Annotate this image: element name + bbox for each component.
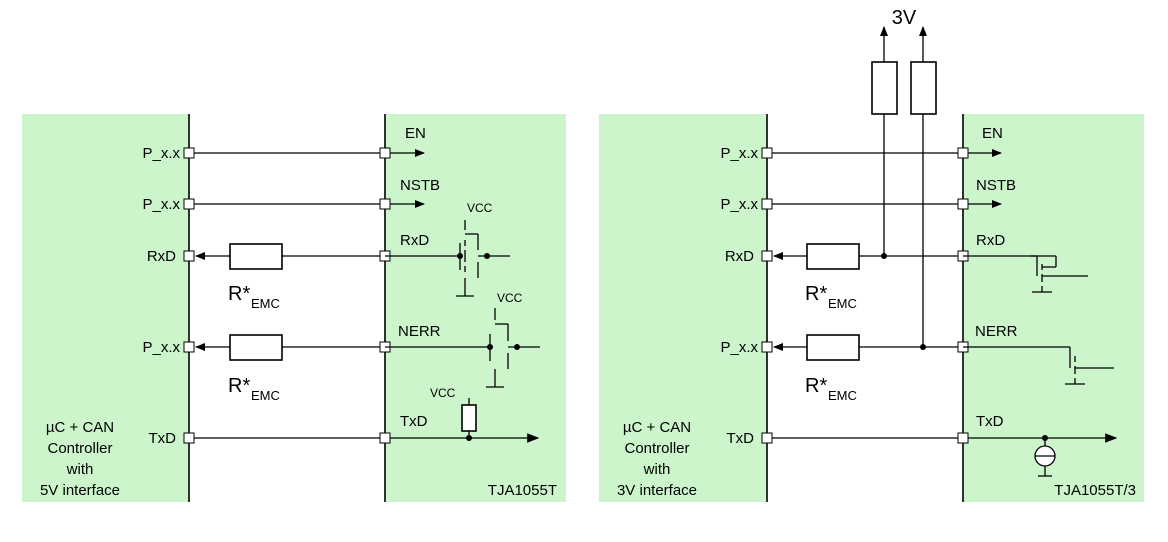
- right-resistor-label-2: R*: [805, 375, 827, 397]
- right-resistor-label-1: R*: [805, 283, 827, 305]
- left-resistor-sub-1: EMC: [251, 296, 280, 311]
- right-pullup-resistor-2: [910, 61, 937, 115]
- right-controller-label-2: Controller: [624, 440, 689, 457]
- right-txd-current-source: [1034, 435, 1056, 477]
- left-controller-label-2: Controller: [47, 440, 112, 457]
- left-chip-name: TJA1055T: [488, 482, 557, 499]
- right-ctrl-pin-4: P_x.x: [720, 339, 758, 356]
- left-resistor-label-1: R*: [228, 283, 250, 305]
- left-vcc-label-1: VCC: [467, 201, 493, 215]
- left-diagram: µC + CAN Controller with 5V interface TJ…: [22, 114, 566, 502]
- right-chip-pin-nstb: NSTB: [976, 177, 1016, 194]
- left-ctrl-pin-1: P_x.x: [142, 145, 180, 162]
- left-vcc-label-2: VCC: [497, 291, 523, 305]
- right-supply-label: 3V: [892, 7, 917, 29]
- right-chip-pin-nerr: NERR: [975, 323, 1018, 340]
- left-controller-label-3: with: [66, 461, 94, 478]
- left-chip-pin-txd: TxD: [400, 413, 428, 430]
- right-chip-name: TJA1055T/3: [1054, 482, 1136, 499]
- right-ctrl-pin-3: RxD: [725, 248, 754, 265]
- left-ctrl-pin-4: P_x.x: [142, 339, 180, 356]
- right-nerr-output-stage: [963, 346, 1114, 385]
- right-ctrl-pin-2: P_x.x: [720, 196, 758, 213]
- right-ctrl-pin-5: TxD: [727, 430, 755, 447]
- right-resistor-sub-2: EMC: [828, 388, 857, 403]
- left-ctrl-pin-5: TxD: [149, 430, 177, 447]
- left-transceiver-block: [385, 114, 566, 502]
- right-rxd-resistor: [806, 243, 860, 270]
- left-controller-label-1: µC + CAN: [46, 419, 114, 436]
- right-controller-label-4: 3V interface: [617, 482, 697, 499]
- left-nerr-resistor: [229, 334, 283, 361]
- right-pullup-resistor-1: [871, 61, 898, 115]
- left-controller-block: [22, 114, 189, 502]
- right-controller-label-3: with: [643, 461, 671, 478]
- left-chip-pin-nstb: NSTB: [400, 177, 440, 194]
- right-resistor-sub-1: EMC: [828, 296, 857, 311]
- left-txd-pullup: [461, 404, 477, 432]
- left-ctrl-pin-3: RxD: [147, 248, 176, 265]
- right-controller-block: [599, 114, 767, 502]
- right-transceiver-block: [963, 114, 1144, 502]
- left-chip-pin-en: EN: [405, 125, 426, 142]
- right-chip-pin-en: EN: [982, 125, 1003, 142]
- right-ctrl-pin-1: P_x.x: [720, 145, 758, 162]
- left-chip-pin-rxd: RxD: [400, 232, 429, 249]
- left-controller-label-4: 5V interface: [40, 482, 120, 499]
- right-nerr-resistor: [806, 334, 860, 361]
- left-nerr-output-stage: VCC: [385, 291, 540, 388]
- right-chip-pin-rxd: RxD: [976, 232, 1005, 249]
- right-chip-pin-txd: TxD: [976, 413, 1004, 430]
- left-vcc-label-3: VCC: [430, 386, 456, 400]
- right-rxd-output-stage: [963, 255, 1088, 293]
- left-rxd-output-stage: VCC: [385, 201, 510, 297]
- left-resistor-sub-2: EMC: [251, 388, 280, 403]
- left-resistor-label-2: R*: [228, 375, 250, 397]
- right-controller-label-1: µC + CAN: [623, 419, 691, 436]
- right-diagram: µC + CAN Controller with 3V interface TJ…: [599, 7, 1144, 502]
- left-rxd-resistor: [229, 243, 283, 270]
- left-chip-pin-nerr: NERR: [398, 323, 441, 340]
- left-ctrl-pin-2: P_x.x: [142, 196, 180, 213]
